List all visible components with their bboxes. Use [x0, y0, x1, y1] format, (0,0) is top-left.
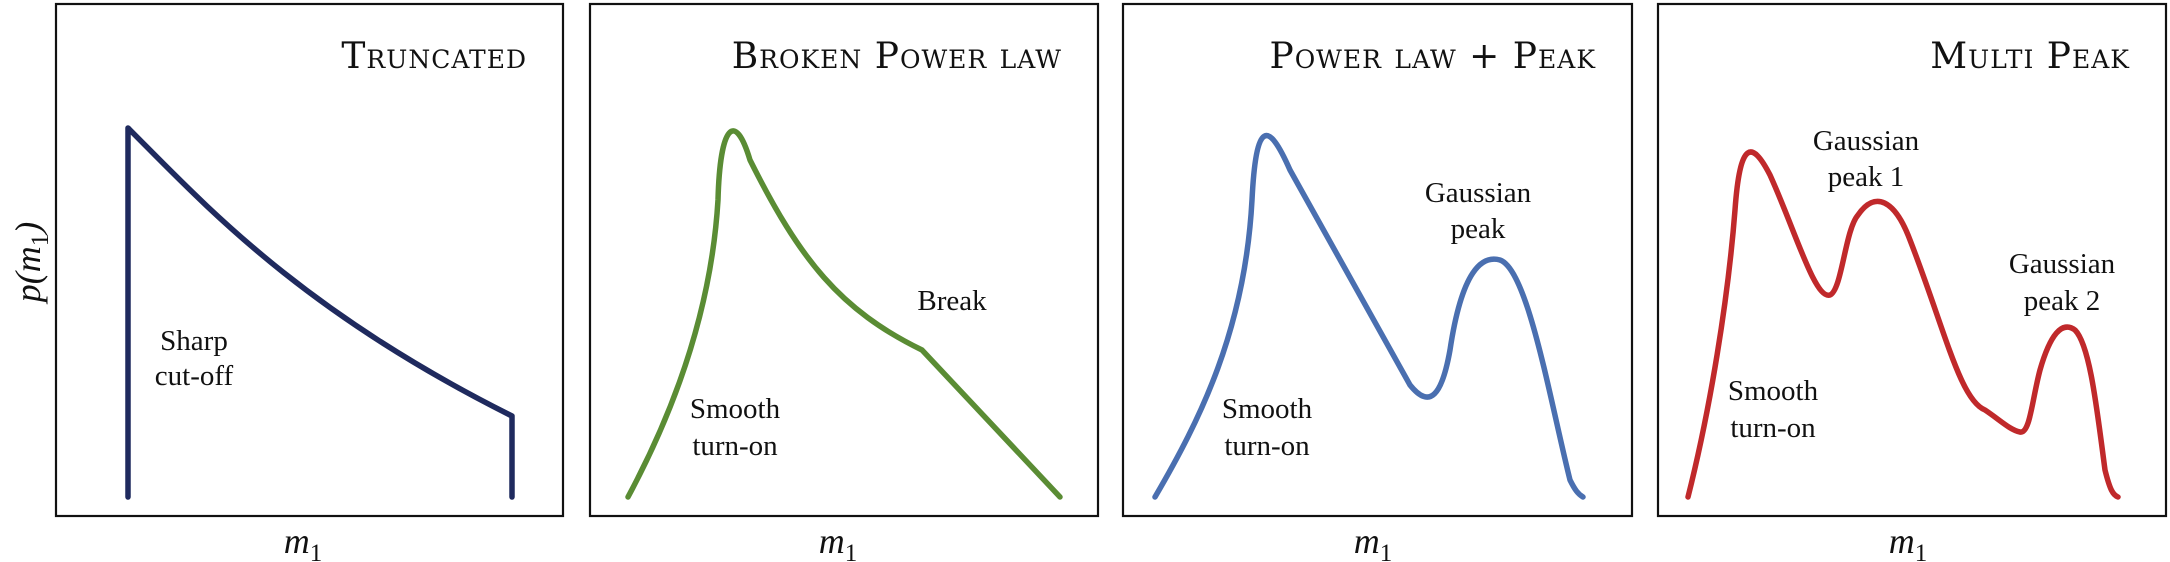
broken-power-law-curve: [625, 128, 1063, 500]
power-law-peak-annotation-gaussian: Gaussian: [1425, 177, 1532, 209]
panel-broken-power-law-title: Broken Power law: [732, 36, 1062, 77]
panel-truncated-xlabel-sub: 1: [310, 540, 323, 562]
power-law-peak-annotation-turnon: turn-on: [1224, 430, 1310, 462]
panel-multi-peak-frame: [1656, 2, 2168, 518]
multi-peak-annotation-peak-1: peak 1: [1828, 161, 1905, 193]
multi-peak-annotation-gaussian-2: Gaussian: [2009, 248, 2116, 280]
y-axis-label-sub: 1: [27, 234, 54, 247]
panel-power-law-peak-title: Power law + Peak: [1269, 36, 1596, 77]
panel-truncated: Truncated Sharp cut-off m1: [54, 2, 565, 562]
multi-peak-annotation-smooth: Smooth: [1728, 375, 1819, 407]
panel-truncated-xlabel-main: m: [284, 521, 310, 561]
panel-truncated-xlabel: m1: [284, 521, 323, 562]
panel-broken-power-law-xlabel-main: m: [819, 521, 845, 561]
panel-broken-power-law-xlabel-sub: 1: [845, 540, 858, 562]
broken-power-law-annotation-smooth: Smooth: [690, 393, 781, 425]
panel-truncated-title: Truncated: [341, 36, 527, 77]
y-axis-label: p(m1): [8, 222, 54, 306]
panel-power-law-peak-frame: [1121, 2, 1634, 518]
power-law-peak-annotation-smooth: Smooth: [1222, 393, 1313, 425]
multi-peak-annotation-gaussian-1: Gaussian: [1813, 125, 1920, 157]
panel-broken-power-law-frame: [588, 2, 1100, 518]
y-axis-label-close: ): [8, 222, 48, 236]
panel-truncated-frame: [54, 2, 565, 518]
panel-multi-peak-title: Multi Peak: [1930, 36, 2130, 77]
y-axis-label-main: p(m: [8, 246, 48, 305]
panel-power-law-peak-xlabel-sub: 1: [1380, 540, 1393, 562]
panel-power-law-peak: Power law + Peak Gaussian peak Smooth tu…: [1121, 2, 1634, 562]
power-law-peak-annotation-peak: peak: [1451, 213, 1506, 245]
truncated-annotation-sharp: Sharp: [160, 325, 228, 357]
panel-multi-peak: Multi Peak Gaussian peak 1 Gaussian peak…: [1656, 2, 2168, 562]
truncated-curve: [125, 125, 515, 500]
broken-power-law-annotation-break: Break: [917, 285, 987, 317]
truncated-annotation-cutoff: cut-off: [155, 360, 234, 392]
panel-broken-power-law-xlabel: m1: [819, 521, 858, 562]
panel-power-law-peak-xlabel: m1: [1354, 521, 1393, 562]
broken-power-law-annotation-turnon: turn-on: [692, 430, 778, 462]
panel-broken-power-law: Broken Power law Break Smooth turn-on m1: [588, 2, 1100, 562]
panel-multi-peak-xlabel: m1: [1889, 521, 1928, 562]
panel-power-law-peak-xlabel-main: m: [1354, 521, 1380, 561]
panel-multi-peak-xlabel-main: m: [1889, 521, 1915, 561]
multi-peak-curve: [1685, 149, 2121, 500]
multi-peak-annotation-peak-2: peak 2: [2024, 285, 2101, 317]
power-law-peak-curve: [1152, 132, 1586, 500]
panel-multi-peak-xlabel-sub: 1: [1915, 540, 1928, 562]
multi-peak-annotation-turnon: turn-on: [1730, 412, 1816, 444]
